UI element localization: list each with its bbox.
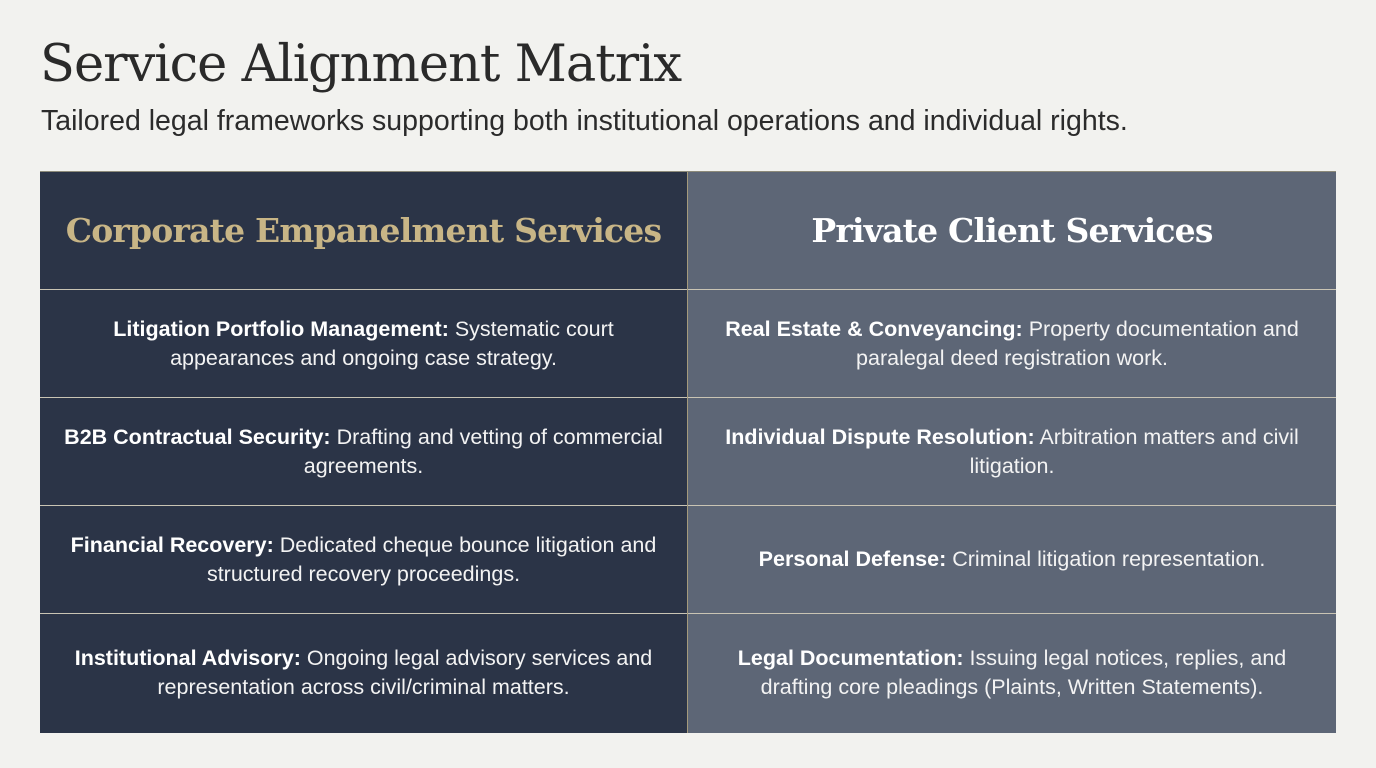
cell-term: Litigation Portfolio Management: xyxy=(113,316,449,341)
matrix-cell: Real Estate & Conveyancing: Property doc… xyxy=(688,290,1336,398)
cell-description: Systematic court appearances and ongoing… xyxy=(170,316,614,370)
page-subtitle: Tailored legal frameworks supporting bot… xyxy=(41,105,1128,137)
matrix-cell: Legal Documentation: Issuing legal notic… xyxy=(688,614,1336,731)
corporate-column-header: Corporate Empanelment Services xyxy=(40,172,687,290)
page-title: Service Alignment Matrix xyxy=(40,35,682,94)
cell-description: Criminal litigation representation. xyxy=(952,547,1266,571)
service-matrix: Corporate Empanelment Services Litigatio… xyxy=(40,171,1336,733)
matrix-cell: B2B Contractual Security: Drafting and v… xyxy=(40,398,687,506)
cell-description: Ongoing legal advisory services and repr… xyxy=(157,645,653,699)
cell-term: Institutional Advisory: xyxy=(74,645,301,670)
cell-term: Legal Documentation: xyxy=(737,645,964,670)
private-column: Private Client Services Real Estate & Co… xyxy=(688,172,1336,733)
matrix-cell: Financial Recovery: Dedicated cheque bou… xyxy=(40,506,687,614)
matrix-cell: Institutional Advisory: Ongoing legal ad… xyxy=(40,614,687,731)
cell-term: Financial Recovery: xyxy=(70,532,274,557)
matrix-cell: Personal Defense: Criminal litigation re… xyxy=(688,506,1336,614)
cell-term: Individual Dispute Resolution: xyxy=(725,424,1035,449)
cell-description: Dedicated cheque bounce litigation and s… xyxy=(206,532,657,586)
cell-description: Property documentation and paralegal dee… xyxy=(856,316,1299,370)
private-column-header: Private Client Services xyxy=(688,172,1336,290)
cell-term: Personal Defense: xyxy=(758,547,947,571)
cell-term: Real Estate & Conveyancing: xyxy=(725,316,1023,341)
matrix-cell: Individual Dispute Resolution: Arbitrati… xyxy=(688,398,1336,506)
cell-term: B2B Contractual Security: xyxy=(64,424,331,449)
cell-description: Drafting and vetting of commercial agree… xyxy=(303,424,663,478)
corporate-column: Corporate Empanelment Services Litigatio… xyxy=(40,172,688,733)
cell-description: Issuing legal notices, replies, and draf… xyxy=(760,645,1287,699)
cell-description: Arbitration matters and civil litigation… xyxy=(969,424,1299,478)
matrix-cell: Litigation Portfolio Management: Systema… xyxy=(40,290,687,398)
